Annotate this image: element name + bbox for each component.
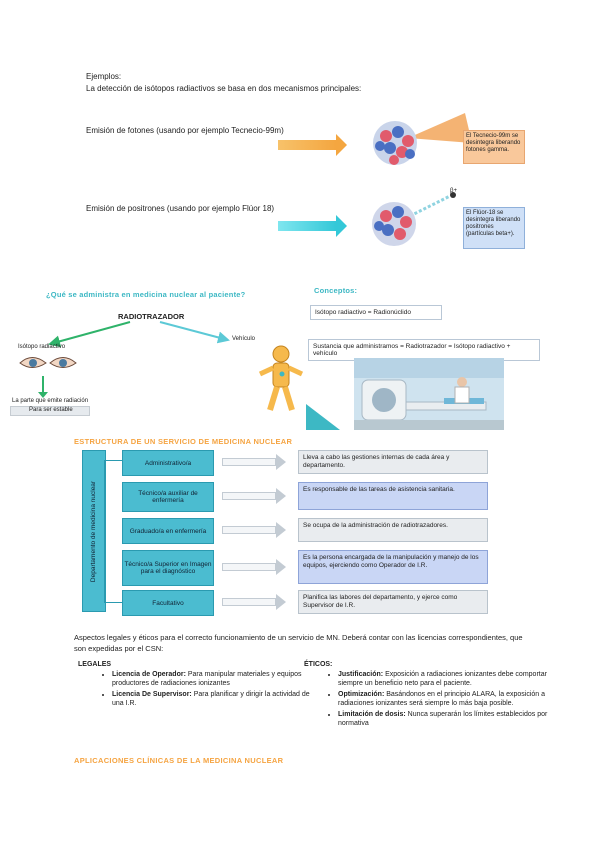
- vehicle-label: Vehículo: [232, 336, 256, 342]
- isotope-down-arrow: [42, 376, 44, 394]
- patient-figure-image: [258, 345, 304, 411]
- isotope-down-arrow-head: [38, 392, 48, 398]
- positron-note: El Flúor-18 se desintegra liberando posi…: [463, 207, 525, 249]
- ethic-list: Justificación: Exposición a radiaciones …: [312, 670, 558, 730]
- photon-note: El Tecnecio-99m se desintegra liberando …: [463, 130, 525, 164]
- positron-arrow: [278, 221, 336, 231]
- structure-desc-2: Se ocupa de la administración de radiotr…: [298, 518, 488, 542]
- scanner-photo-image: [354, 358, 504, 430]
- structure-role-0: Administrativo/a: [122, 450, 214, 476]
- structure-desc-0: Lleva a cabo las gestiones internas de c…: [298, 450, 488, 474]
- examples-title: Ejemplos:: [86, 72, 122, 81]
- nucleus-photon-image: [373, 113, 472, 165]
- legal-list: Licencia de Operador: Para manipular mat…: [86, 670, 312, 710]
- positron-arrow-head: [336, 215, 347, 237]
- radiotracer-label: RADIOTRAZADOR: [118, 312, 185, 321]
- structure-arrow-head-4: [276, 594, 286, 610]
- examples-intro: La detección de isótopos radiactivos se …: [86, 84, 362, 93]
- ethic-item-dose-limit: Limitación de dosis: Nunca superarán los…: [338, 710, 558, 728]
- structure-arrow-0: [222, 458, 276, 466]
- administration-question: ¿Qué se administra en medicina nuclear a…: [46, 290, 246, 299]
- structure-arrow-head-0: [276, 454, 286, 470]
- structure-arrow-1: [222, 492, 276, 500]
- structure-arrow-2: [222, 526, 276, 534]
- photon-label: Emisión de fotones (usando por ejemplo T…: [86, 126, 284, 135]
- concepts-title: Conceptos:: [314, 286, 358, 295]
- ethic-item-optimization: Optimización: Basándonos en el principio…: [338, 690, 558, 708]
- radiotracer-arrows: [48, 321, 230, 348]
- structure-role-3: Técnico/a Superior en Imagen para el dia…: [122, 550, 214, 586]
- structure-desc-1: Es responsable de las tareas de asistenc…: [298, 482, 488, 510]
- structure-arrow-head-3: [276, 559, 286, 575]
- ethic-title: ÉTICOS:: [304, 661, 333, 668]
- legal-intro: Aspectos legales y éticos para el correc…: [74, 633, 523, 653]
- eyes-image: [19, 357, 77, 368]
- stable-label: Para ser estable: [10, 406, 90, 416]
- department-connector: [104, 460, 122, 603]
- corner-triangle: [306, 404, 340, 430]
- positron-label: Emisión de positrones (usando por ejempl…: [86, 204, 275, 213]
- structure-arrow-3: [222, 563, 276, 571]
- structure-title: ESTRUCTURA DE UN SERVICIO DE MEDICINA NU…: [74, 437, 293, 446]
- structure-arrow-4: [222, 598, 276, 606]
- concept-item-1: Isótopo radiactivo = Radionúclido: [310, 305, 442, 320]
- structure-role-1: Técnico/a auxiliar de enfermería: [122, 482, 214, 512]
- department-label: Departamento de medicina nuclear: [90, 480, 98, 582]
- legal-item-supervisor: Licencia De Supervisor: Para planificar …: [112, 690, 312, 708]
- structure-arrow-head-1: [276, 488, 286, 504]
- structure-arrow-head-2: [276, 522, 286, 538]
- structure-role-4: Facultativo: [122, 590, 214, 616]
- positron-symbol: β+: [450, 188, 457, 194]
- nucleus-positron-image: [372, 192, 456, 246]
- legal-item-operator: Licencia de Operador: Para manipular mat…: [112, 670, 312, 688]
- structure-desc-4: Planifica las labores del departamento, …: [298, 590, 488, 614]
- applications-title: APLICACIONES CLÍNICAS DE LA MEDICINA NUC…: [74, 756, 284, 765]
- photon-arrow-head: [336, 134, 347, 156]
- department-box: Departamento de medicina nuclear: [82, 450, 106, 612]
- isotope-label: Isótopo radiactivo: [18, 344, 66, 350]
- photon-arrow: [278, 140, 336, 150]
- structure-desc-3: Es la persona encargada de la manipulaci…: [298, 550, 488, 584]
- ethic-item-justification: Justificación: Exposición a radiaciones …: [338, 670, 558, 688]
- structure-role-2: Graduado/a en enfermería: [122, 518, 214, 544]
- emits-label: La parte que emite radiación: [12, 398, 89, 404]
- legal-title: LEGALES: [78, 661, 112, 668]
